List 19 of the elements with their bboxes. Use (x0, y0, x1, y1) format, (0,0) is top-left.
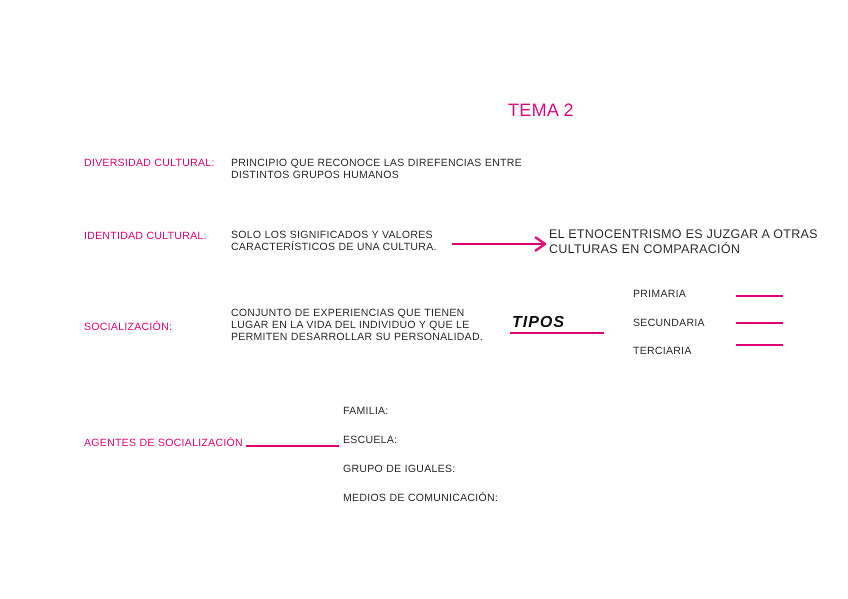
note-text: EL ETNOCENTRISMO ES JUZGAR A OTRAS CULTURAS EN COMPARACIÓN (549, 227, 844, 257)
list-item: PRIMARIA (633, 288, 686, 300)
list-item: ESCUELA: (343, 434, 398, 446)
term-heading: DIVERSIDAD CULTURAL: (84, 157, 215, 169)
list-item: GRUPO DE IGUALES: (343, 463, 456, 475)
term-heading: IDENTIDAD CULTURAL: (84, 230, 207, 242)
connector-line (246, 445, 339, 447)
list-item: TERCIARIA (633, 345, 692, 357)
term-heading: SOCIALIZACIÓN: (84, 321, 172, 333)
heading-text: TIPOS (512, 314, 566, 332)
list-item: SECUNDARIA (633, 317, 705, 329)
title: TEMA 2 (508, 100, 574, 120)
list-item: FAMILIA: (343, 405, 389, 417)
definition-text: PRINCIPIO QUE RECONOCE LAS DIREFENCIAS ENTRE DISTINTOS GRUPOS HUMANOS (231, 157, 523, 181)
term-heading: AGENTES DE SOCIALIZACIÓN (84, 437, 243, 449)
definition-text: CONJUNTO DE EXPERIENCIAS QUE TIENEN LUGAR EN LA VIDA DEL INDIVIDUO Y QUE LE PERMITEN DESARROLLAR SU PERSONALIDAD. (231, 307, 484, 343)
definition-text: SOLO LOS SIGNIFICADOS Y VALORES CARACTERÍSTICOS DE UNA CULTURA. (231, 229, 449, 253)
list-item: MEDIOS DE COMUNICACIÓN: (343, 492, 498, 504)
arrow (452, 236, 546, 252)
